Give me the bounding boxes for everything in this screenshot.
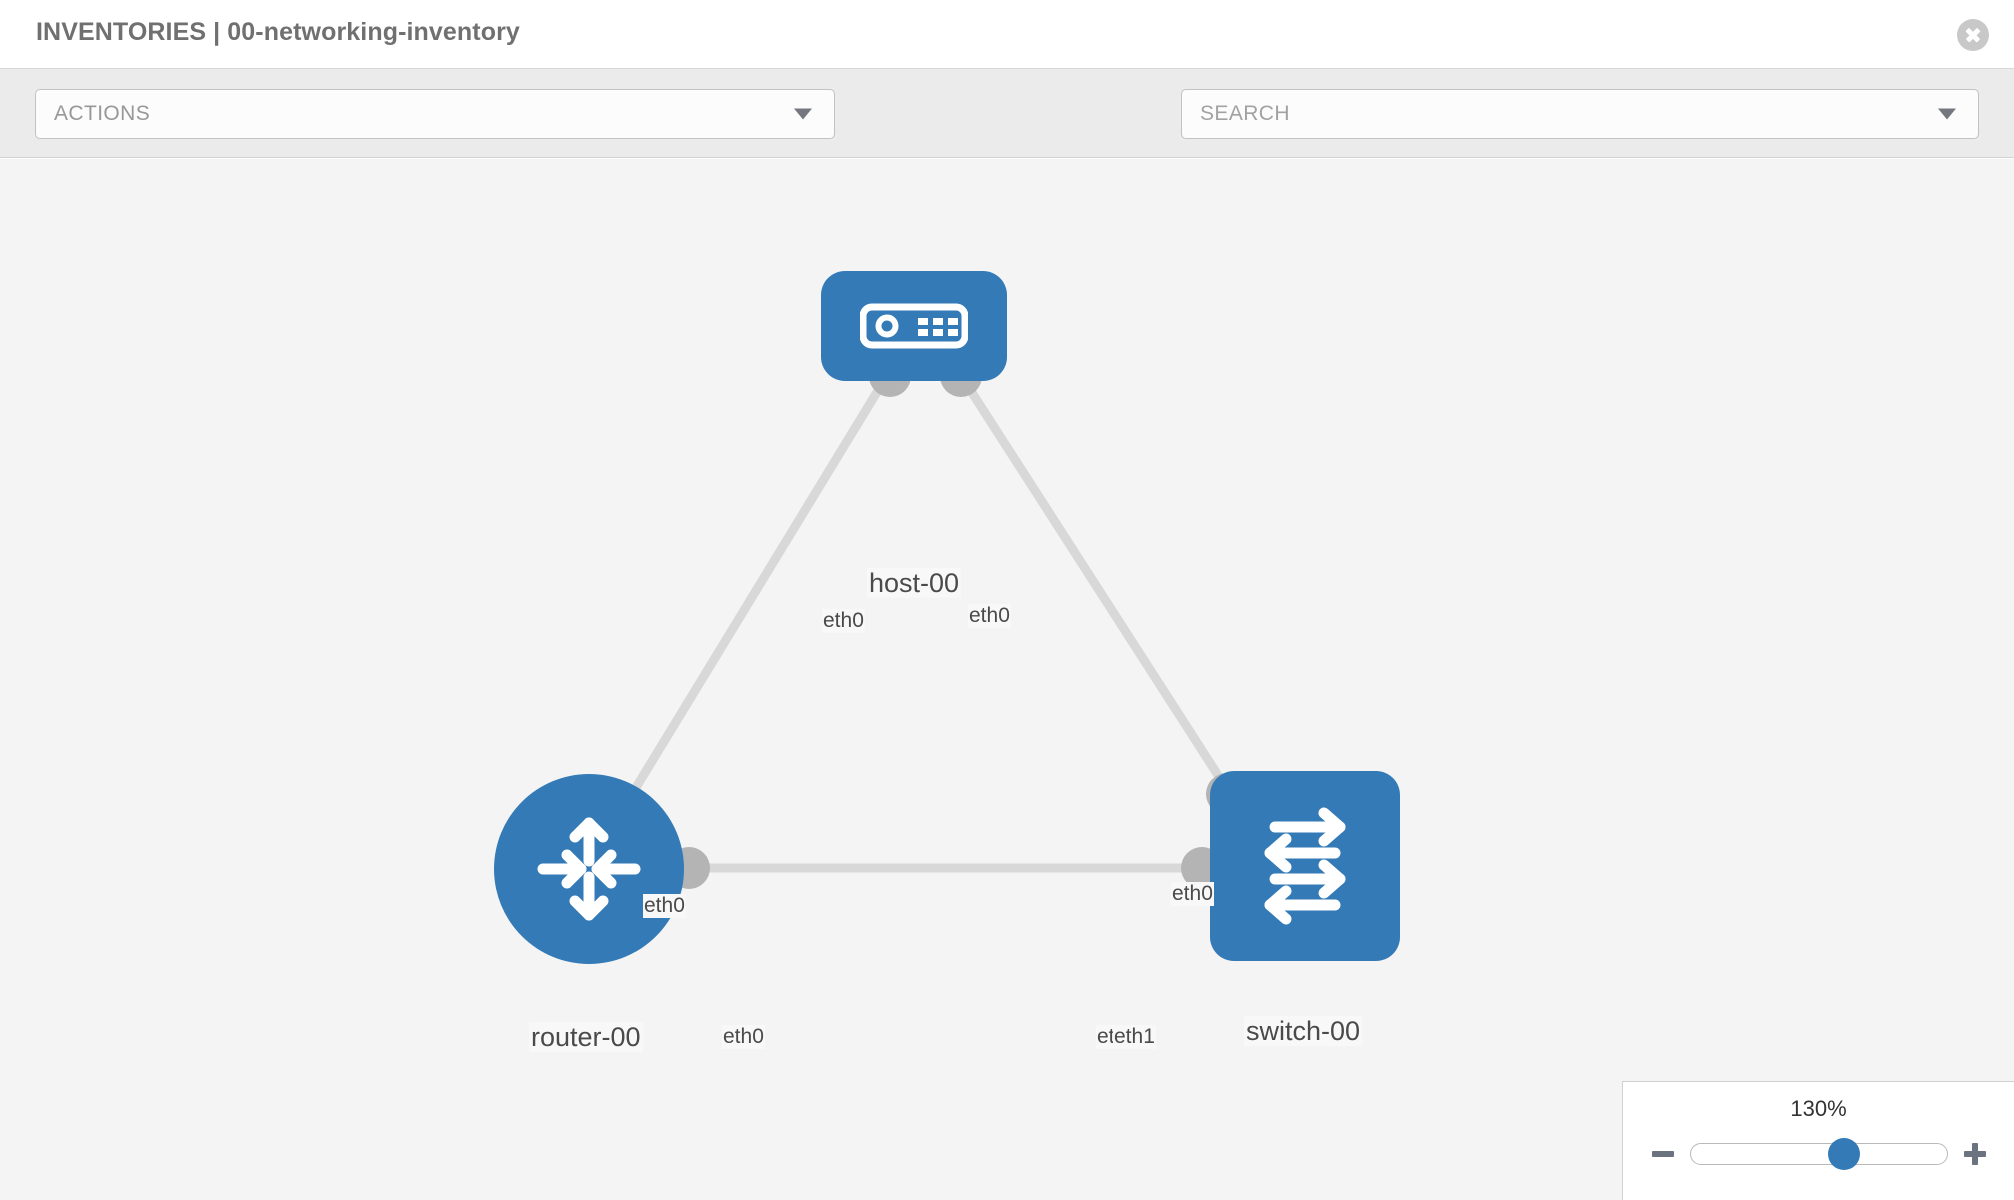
node-label-router-00: router-00 (529, 1022, 643, 1053)
node-label-host-00: host-00 (867, 567, 962, 598)
switch-arrows-icon (1264, 807, 1346, 925)
topology-edges (625, 371, 1236, 873)
zoom-slider-thumb[interactable] (1828, 1138, 1861, 1170)
edge-label-switch-eth1: eth1 (1113, 1025, 1156, 1049)
chevron-down-icon (794, 108, 812, 120)
edge-label-host-eth0-left: eth0 (822, 609, 865, 633)
router-node-shape (494, 774, 684, 964)
four-arrows-inward-icon (537, 817, 641, 921)
chevron-down-icon (1938, 108, 1956, 120)
edge-label-host-eth0-right: eth0 (968, 604, 1011, 628)
node-router-00[interactable]: router-00 (494, 774, 684, 1053)
switch-node-shape (1210, 771, 1400, 961)
zoom-slider-row (1623, 1134, 2014, 1174)
search-input[interactable]: SEARCH (1181, 89, 1979, 139)
zoom-slider[interactable] (1689, 1138, 1948, 1170)
topology-canvas[interactable]: host-00 (0, 159, 2014, 1200)
zoom-percent-label: 130% (1790, 1096, 1847, 1121)
edge-label-router-eth0: eth0 (722, 1025, 765, 1049)
node-label-switch-00: switch-00 (1244, 1016, 1363, 1047)
toolbar: ACTIONS SEARCH (0, 69, 2014, 195)
actions-dropdown[interactable]: ACTIONS (35, 89, 835, 139)
actions-dropdown-label: ACTIONS (54, 102, 151, 125)
node-switch-00[interactable]: switch-00 (1210, 771, 1400, 1047)
plus-icon[interactable] (1962, 1141, 1988, 1167)
host-node-shape (821, 271, 1007, 381)
edge-label-switch-uplink-eth0: eth0 (1171, 882, 1214, 906)
zoom-control-panel: 130% (1622, 1081, 2014, 1200)
close-icon[interactable] (1957, 19, 1989, 51)
minus-icon[interactable] (1650, 1141, 1676, 1167)
server-icon (860, 303, 968, 349)
search-placeholder: SEARCH (1200, 102, 1290, 125)
page-header: INVENTORIES | 00-networking-inventory (0, 0, 2014, 69)
node-host-00[interactable]: host-00 (821, 271, 1007, 598)
page-title: INVENTORIES | 00-networking-inventory (36, 18, 520, 46)
edge-label-router-uplink-eth0: eth0 (643, 894, 686, 918)
